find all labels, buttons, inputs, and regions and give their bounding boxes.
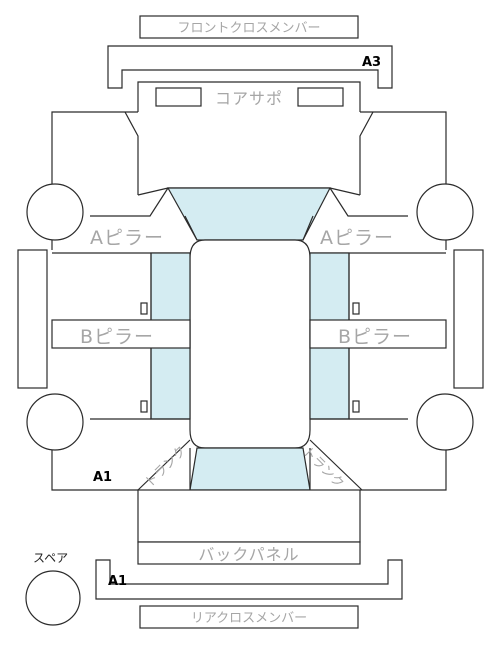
back-panel-box (137, 541, 361, 565)
front-member-grade: A3 (362, 55, 381, 70)
front-member-bracket (107, 45, 393, 89)
rear-member-grade: A1 (108, 574, 127, 589)
a-pillar-left-label: Aピラー (90, 227, 164, 249)
trunk-left-label: トランク (142, 443, 189, 490)
cabin-opening (189, 239, 311, 449)
spare-tire (25, 570, 81, 626)
rear-body-grade: A1 (93, 470, 112, 485)
core-support-left-slot (155, 87, 202, 107)
rear-glass (189, 447, 311, 491)
back-panel-label: バックパネル (198, 545, 299, 564)
core-support-outline (137, 81, 361, 112)
rear-cross-member-box (139, 605, 359, 629)
front-cross-member-box (139, 15, 359, 39)
left-side-skirt (17, 249, 48, 389)
rear-cross-member-label: リアクロスメンバー (191, 611, 307, 626)
front-fender-left (124, 111, 139, 195)
b-pillar-right-band (309, 319, 447, 349)
rear-member-bracket (95, 559, 403, 600)
spare-label: スペア (33, 551, 68, 565)
wheel-front-right (416, 183, 474, 241)
wheel-front-left (26, 183, 84, 241)
wheel-rear-left (26, 393, 84, 451)
door-handle-fl (140, 302, 148, 315)
rear-deck (137, 489, 361, 543)
core-support-right-slot (297, 87, 344, 107)
door-handle-rr (352, 400, 360, 413)
b-pillar-left-label: Bピラー (80, 326, 154, 348)
b-pillar-left-band (51, 319, 191, 349)
trunk-right-panel (309, 439, 363, 491)
front-cross-member-label: フロントクロスメンバー (177, 21, 320, 36)
a-pillar-right-label: Aピラー (320, 227, 394, 249)
right-side-skirt (453, 249, 484, 389)
door-handle-rl (140, 400, 148, 413)
core-support-label: コアサポ (215, 89, 283, 108)
door-handle-fr (352, 302, 360, 315)
b-pillar-right-label: Bピラー (338, 326, 412, 348)
wheel-rear-right (416, 393, 474, 451)
trunk-left-panel (137, 439, 191, 491)
front-fender-right (359, 111, 374, 195)
